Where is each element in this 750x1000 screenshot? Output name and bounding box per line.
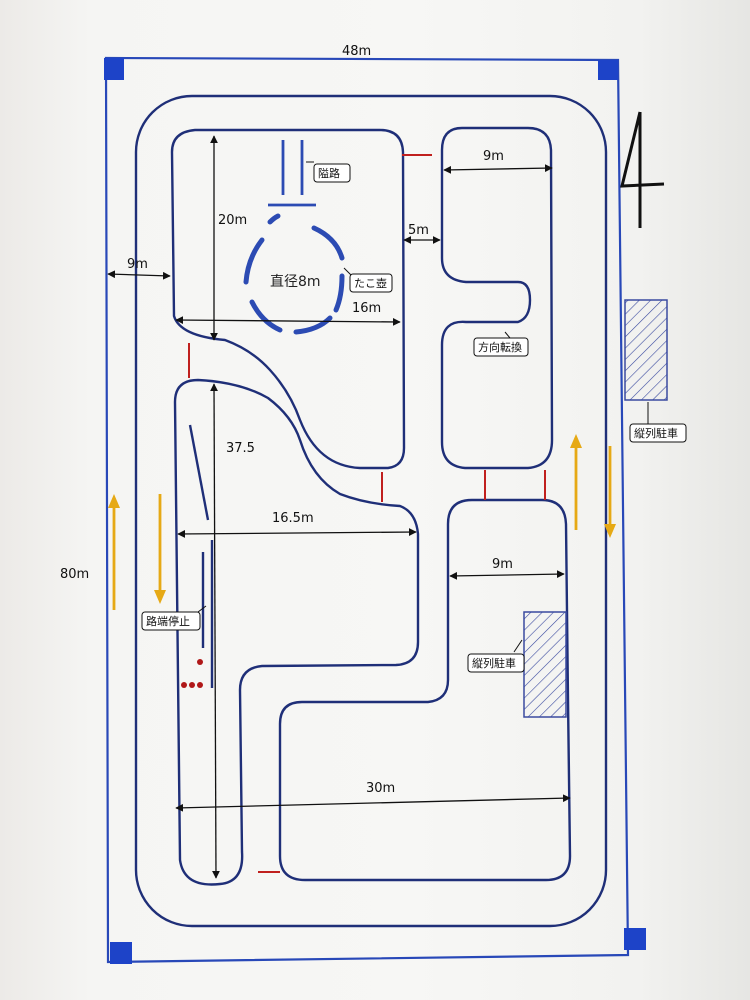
lower-right-block bbox=[278, 498, 572, 882]
outer-course-edge bbox=[134, 94, 608, 928]
roadside-stop-lines bbox=[188, 424, 214, 688]
top-right-block bbox=[440, 126, 554, 470]
narrow-road-label: 隘路 bbox=[318, 166, 340, 180]
dim-height-label: 80m bbox=[60, 567, 89, 582]
callout-parking-outer: 縦列駐車 bbox=[629, 402, 687, 443]
roadside-stop-label: 路端停止 bbox=[146, 614, 190, 628]
dim-top-left-height-label: 20m bbox=[218, 213, 247, 228]
dim-bottom-width-label: 30m bbox=[366, 781, 395, 796]
site-boundary bbox=[104, 56, 630, 964]
dim-lower-right-width-label: 9m bbox=[492, 557, 513, 572]
dim-width-label: 48m bbox=[342, 44, 371, 59]
parallel-parking-outer-label: 縦列駐車 bbox=[634, 426, 678, 440]
corner-marker-bottom-left bbox=[110, 942, 132, 964]
callout-octopus-pot: たこ壺 bbox=[343, 267, 393, 293]
direction-change-label: 方向転換 bbox=[478, 340, 522, 354]
north-arrow-icon bbox=[620, 111, 665, 228]
narrow-road-lines bbox=[268, 140, 316, 207]
octopus-pot-label: たこ壺 bbox=[354, 277, 387, 290]
dim-top-left-width-label: 16m bbox=[352, 301, 381, 316]
red-markers bbox=[188, 154, 546, 873]
center-left-block bbox=[173, 378, 420, 886]
parallel-parking-bay-outer bbox=[624, 299, 668, 401]
callout-parking-inner: 縦列駐車 bbox=[467, 639, 525, 673]
callout-roadside-stop: 路端停止 bbox=[141, 605, 207, 631]
corner-marker-bottom-right bbox=[624, 928, 646, 950]
parallel-parking-bay-inner bbox=[523, 611, 567, 718]
callout-narrow-road: 隘路 bbox=[306, 161, 351, 183]
dim-top-right-width-label: 9m bbox=[483, 149, 504, 164]
dim-left-gap-label: 9m bbox=[127, 257, 148, 272]
dim-connector-gap-label: 5m bbox=[408, 223, 429, 238]
circle-diameter-label: 直径8m bbox=[270, 273, 321, 290]
dimension-lines bbox=[107, 135, 571, 879]
direction-arrows bbox=[108, 434, 616, 610]
parallel-parking-inner-label: 縦列駐車 bbox=[472, 656, 516, 670]
dim-mid-width-label: 16.5m bbox=[272, 511, 314, 526]
callout-direction-change: 方向転換 bbox=[473, 331, 529, 357]
dim-mid-left-length-label: 37.5 bbox=[226, 441, 255, 456]
corner-marker-top-left bbox=[104, 58, 124, 80]
corner-marker-top-right bbox=[598, 60, 618, 80]
roadside-stop-dots bbox=[181, 659, 203, 688]
